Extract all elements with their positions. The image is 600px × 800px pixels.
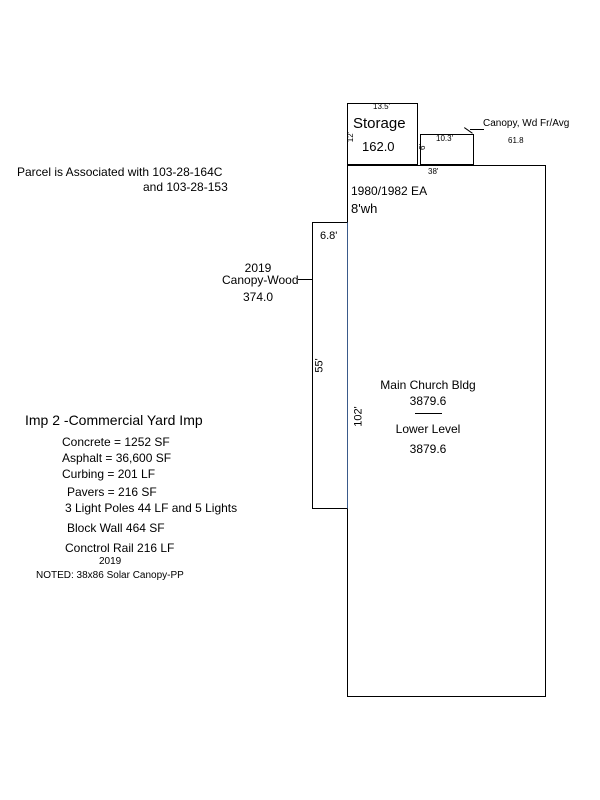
canopy-wood-width-dimension: 6.8' — [320, 230, 338, 242]
canopy-top-width-dimension: 10.3' — [436, 134, 454, 143]
canopy-top-outline — [420, 134, 474, 165]
parcel-note-line-1: Parcel is Associated with 103-28-164C — [17, 165, 223, 179]
canopy-top-area: 61.8 — [508, 136, 524, 145]
main-building-wall-height: 8'wh — [351, 201, 378, 216]
canopy-wood-area: 374.0 — [242, 290, 274, 304]
yard-imp-note: NOTED: 38x86 Solar Canopy-PP — [36, 570, 184, 581]
canopy-top-depth-dimension: 6' — [417, 144, 427, 150]
canopy-wood-outline — [312, 222, 348, 509]
storage-area: 162.0 — [362, 139, 395, 154]
yard-imp-item: Pavers = 216 SF — [67, 485, 157, 499]
main-building-area: 3879.6 — [409, 394, 447, 408]
yard-imp-item: Concrete = 1252 SF — [62, 435, 170, 449]
yard-imp-item: Curbing = 201 LF — [62, 467, 156, 481]
yard-imp-item: Conctrol Rail 216 LF — [65, 541, 175, 555]
storage-title: Storage — [353, 115, 406, 132]
storage-width-dimension: 13.5' — [373, 102, 391, 111]
storage-depth-dimension: 12' — [346, 131, 356, 143]
main-building-year-label: 1980/1982 EA — [351, 184, 428, 198]
canopy-wood-leader-line — [298, 279, 313, 280]
yard-imp-item: Block Wall 464 SF — [67, 521, 165, 535]
main-building-top-dimension: 38' — [428, 167, 439, 176]
canopy-wood-length-dimension: 55' — [313, 358, 326, 373]
main-building-lower-level-label: Lower Level — [395, 422, 461, 436]
storage-outline — [347, 103, 418, 165]
yard-imp-item: Asphalt = 36,600 SF — [62, 451, 172, 465]
canopy-top-leader-line-2 — [470, 129, 484, 130]
yard-imp-title: Imp 2 -Commercial Yard Imp — [25, 412, 203, 428]
main-building-side-dimension: 102' — [352, 406, 365, 427]
main-building-lower-level-area: 3879.6 — [409, 442, 447, 456]
parcel-note-line-2: and 103-28-153 — [143, 180, 228, 194]
canopy-top-label: Canopy, Wd Fr/Avg — [483, 118, 570, 129]
yard-imp-year: 2019 — [99, 556, 122, 567]
main-building-name: Main Church Bldg — [380, 378, 476, 392]
canopy-wood-year: 2019 — [244, 261, 272, 275]
canopy-wood-label: Canopy-Wood — [222, 273, 299, 287]
main-building-divider — [415, 413, 442, 414]
yard-imp-item: 3 Light Poles 44 LF and 5 Lights — [65, 501, 238, 515]
